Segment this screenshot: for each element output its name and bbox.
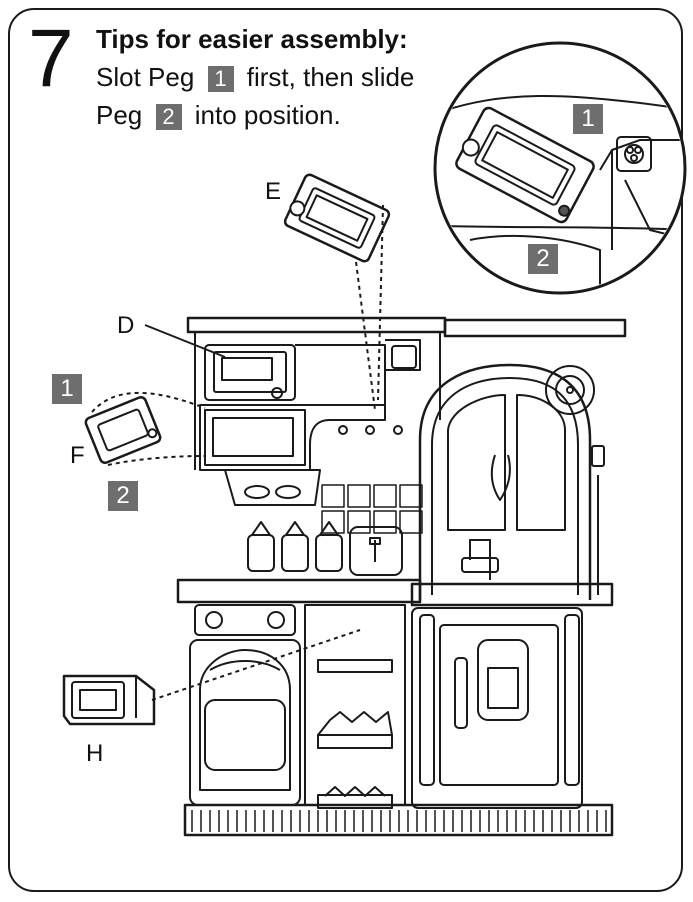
instruction-line-1: Slot Peg 1 first, then slide	[96, 62, 414, 93]
zoom-bracket	[455, 106, 595, 224]
peg-1-badge: 1	[207, 66, 234, 93]
instruction-text: first, then slide	[246, 62, 415, 92]
zoom-peg-2-badge: 2	[528, 244, 558, 274]
instruction-text: into position.	[194, 100, 341, 130]
instruction-line-2: Peg 2 into position.	[96, 100, 341, 131]
instruction-text: Slot Peg	[96, 62, 195, 92]
part-label-d: D	[117, 312, 135, 339]
zoom-peg-1-badge: 1	[573, 104, 603, 134]
instruction-text: Peg	[96, 100, 143, 130]
zoom-detail	[433, 41, 687, 295]
tips-title: Tips for easier assembly:	[96, 24, 408, 54]
play-kitchen	[176, 316, 627, 837]
part-f-bracket	[84, 396, 162, 464]
part-h-bracket	[62, 674, 156, 726]
part-label-h: H	[86, 740, 104, 767]
part-e-bracket	[283, 173, 391, 263]
part-label-f: F	[70, 442, 85, 469]
peg-2-callout: 2	[108, 481, 138, 511]
part-label-e: E	[265, 178, 282, 205]
peg-1-callout: 1	[52, 374, 82, 404]
peg-2-badge: 2	[155, 104, 182, 131]
step-number: 7	[28, 13, 74, 104]
